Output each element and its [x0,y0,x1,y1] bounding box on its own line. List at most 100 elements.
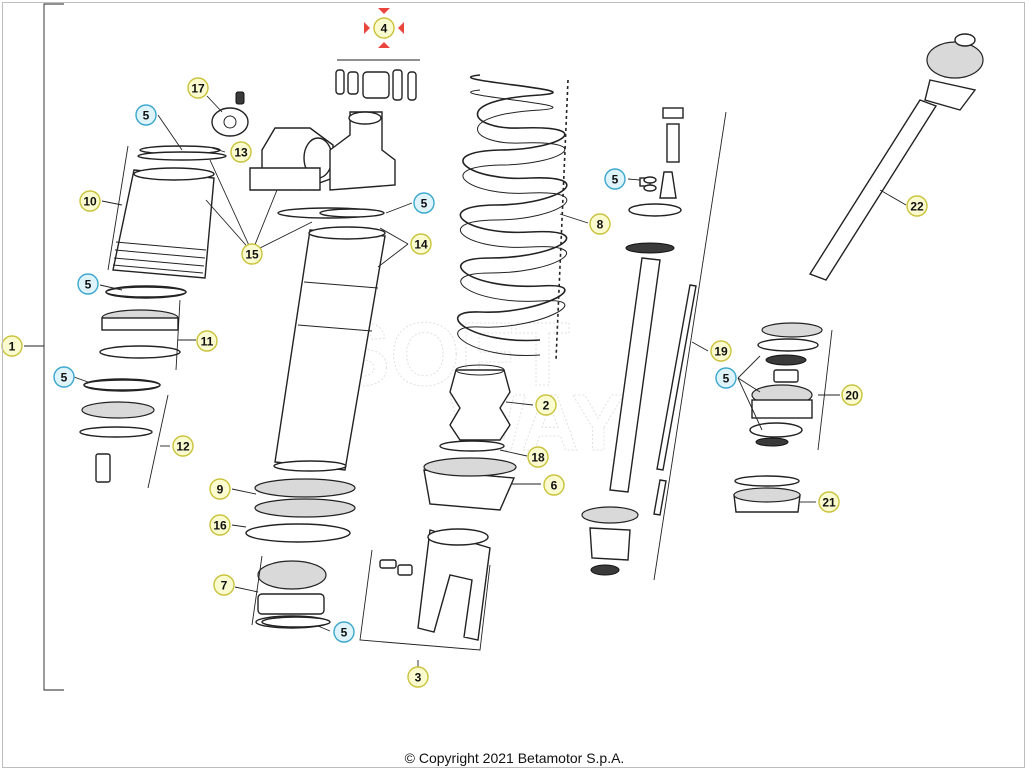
callout-label: 21 [822,496,836,510]
part-12-valve-parts [79,378,169,489]
callout-circle [333,621,355,643]
callout-circle [77,273,99,295]
callout-group: 1234555555567891011121314151617181920212… [1,17,928,688]
callout-label: 20 [845,389,859,403]
callout-circle [209,478,231,500]
callout-12[interactable]: 12 [172,435,194,457]
callout-circle [172,435,194,457]
part-11-piston-rings [99,285,187,371]
part-9-preload-rings [254,478,356,518]
callout-17[interactable]: 17 [187,77,209,99]
part-5-o-rings [83,151,657,628]
part-6-spring-seat [423,457,517,511]
callout-label: 1 [9,340,16,354]
copyright-text: © Copyright 2021 Betamotor S.p.A. [404,750,625,766]
callout-6[interactable]: 6 [543,474,565,496]
callout-label: 3 [415,671,422,685]
callout-9[interactable]: 9 [209,478,231,500]
callout-label: 4 [381,22,388,36]
part-8-spring [456,74,569,361]
callout-circle [543,474,565,496]
callout-label: 10 [83,195,97,209]
callout-label: 8 [597,218,604,232]
callout-5[interactable]: 5 [333,621,355,643]
part-19-shaft-assembly [581,107,727,581]
callout-13[interactable]: 13 [230,141,252,163]
callout-circle [535,394,557,416]
callout-label: 5 [612,173,619,187]
callout-circle [604,168,626,190]
callout-label: 6 [551,479,558,493]
callout-21[interactable]: 21 [818,491,840,513]
callout-label: 5 [143,109,150,123]
callout-circle [841,384,863,406]
callout-2[interactable]: 2 [535,394,557,416]
part-13-head-housing [249,111,396,191]
callout-label: 22 [910,200,924,214]
callout-circle [373,17,395,39]
part-2-bump-stop [449,364,511,441]
part-3-clevis [359,528,491,651]
callout-5[interactable]: 5 [715,367,737,389]
callout-15[interactable]: 15 [241,243,263,265]
part-16-ring [245,523,351,543]
callout-label: 14 [414,238,428,252]
part-10-reservoir [107,145,221,279]
callout-16[interactable]: 16 [209,514,231,536]
callout-circle [187,77,209,99]
callout-label: 5 [85,278,92,292]
callout-circle [135,104,157,126]
part-18-washer [439,440,505,452]
callout-5[interactable]: 5 [135,104,157,126]
callout-circle [413,192,435,214]
callout-4[interactable]: 4 [373,17,395,39]
callout-circle [241,243,263,265]
callout-5[interactable]: 5 [77,273,99,295]
callout-10[interactable]: 10 [79,190,101,212]
leader-lines [24,114,907,676]
callout-22[interactable]: 22 [906,195,928,217]
callout-19[interactable]: 19 [710,340,732,362]
part-4-pin-set [335,59,420,101]
part-21-cap [733,475,801,513]
callout-7[interactable]: 7 [213,574,235,596]
callout-5[interactable]: 5 [53,366,75,388]
callout-label: 19 [714,345,728,359]
callout-11[interactable]: 11 [196,330,218,352]
callout-1[interactable]: 1 [1,335,23,357]
callout-5[interactable]: 5 [604,168,626,190]
callout-label: 16 [213,519,227,533]
callout-8[interactable]: 8 [589,213,611,235]
callout-label: 13 [234,146,248,160]
callout-label: 9 [217,483,224,497]
callout-label: 5 [723,372,730,386]
callout-circle [407,666,429,688]
callout-14[interactable]: 14 [410,233,432,255]
callout-label: 15 [245,248,259,262]
callout-label: 2 [543,399,550,413]
part-17-reservoir-cap [206,91,249,137]
callout-circle [715,367,737,389]
callout-label: 17 [191,82,205,96]
callout-circle [213,574,235,596]
part-22-rod-assembly [808,33,984,281]
callout-circle [230,141,252,163]
callout-label: 5 [61,371,68,385]
callout-circle [818,491,840,513]
callout-18[interactable]: 18 [527,446,549,468]
callout-label: 11 [201,335,214,349]
callout-circle [906,195,928,217]
callout-3[interactable]: 3 [407,666,429,688]
part-20-compression-adjuster [749,322,833,451]
callout-circle [527,446,549,468]
selected-marker [364,8,404,48]
callout-20[interactable]: 20 [841,384,863,406]
callout-circle [589,213,611,235]
callout-circle [209,514,231,536]
callout-5[interactable]: 5 [413,192,435,214]
callout-label: 7 [221,579,228,593]
callout-circle [53,366,75,388]
callout-label: 5 [421,197,428,211]
assembly-bracket [24,3,64,691]
callout-circle [410,233,432,255]
